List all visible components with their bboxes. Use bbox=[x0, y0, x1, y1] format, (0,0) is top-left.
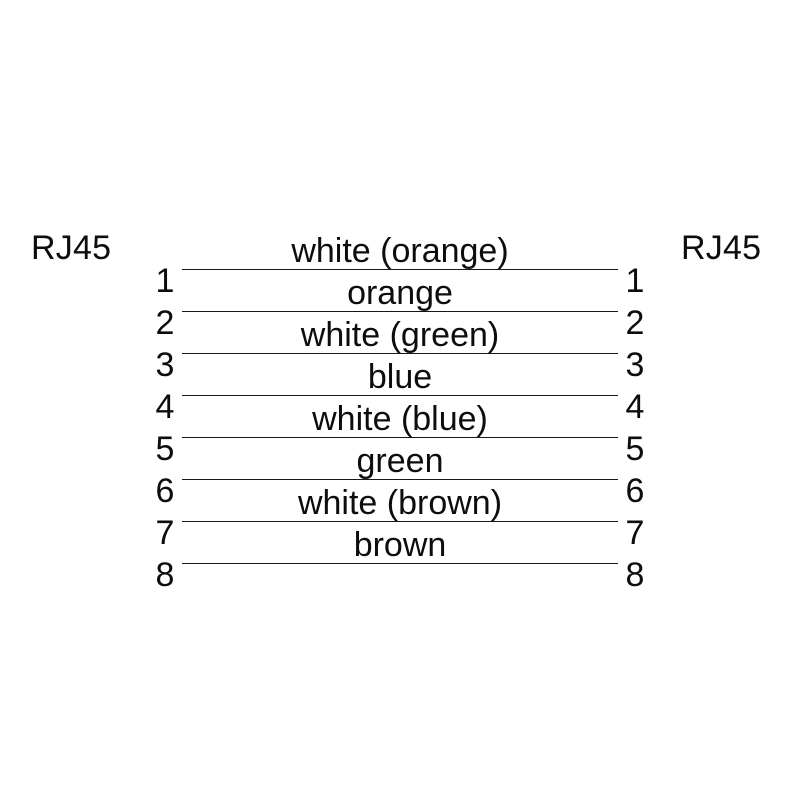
wire-color-label: white (green) bbox=[300, 316, 500, 354]
pin-number-right: 4 bbox=[625, 388, 645, 426]
connector-label-left: RJ45 bbox=[31, 229, 112, 267]
pin-number-left: 3 bbox=[155, 346, 175, 384]
wire-line bbox=[182, 437, 618, 438]
pin-number-right: 5 bbox=[625, 430, 645, 468]
pin-number-right: 2 bbox=[625, 304, 645, 342]
wire-color-label: white (blue) bbox=[312, 400, 488, 438]
wire-line bbox=[182, 353, 618, 354]
pin-number-right: 8 bbox=[625, 556, 645, 594]
wire-line bbox=[182, 521, 618, 522]
wire-line bbox=[182, 269, 618, 270]
pin-number-left: 2 bbox=[155, 304, 175, 342]
pin-number-left: 8 bbox=[155, 556, 175, 594]
connector-label-right: RJ45 bbox=[681, 229, 762, 267]
wire-color-label: white (orange) bbox=[291, 232, 509, 270]
pin-number-right: 6 bbox=[625, 472, 645, 510]
pin-number-left: 6 bbox=[155, 472, 175, 510]
wire-line bbox=[182, 479, 618, 480]
pin-number-left: 5 bbox=[155, 430, 175, 468]
wire-line bbox=[182, 563, 618, 564]
pin-number-left: 7 bbox=[155, 514, 175, 552]
pin-number-right: 3 bbox=[625, 346, 645, 384]
wire-color-label: brown bbox=[353, 526, 447, 564]
wire-color-label: white (brown) bbox=[297, 484, 503, 522]
wire-line bbox=[182, 395, 618, 396]
wire-line bbox=[182, 311, 618, 312]
pin-number-right: 7 bbox=[625, 514, 645, 552]
wire-color-label: green bbox=[356, 442, 444, 480]
wire-color-label: orange bbox=[347, 274, 453, 312]
pin-number-left: 1 bbox=[155, 262, 175, 300]
pin-number-right: 1 bbox=[625, 262, 645, 300]
pin-number-left: 4 bbox=[155, 388, 175, 426]
wire-color-label: blue bbox=[367, 358, 433, 396]
